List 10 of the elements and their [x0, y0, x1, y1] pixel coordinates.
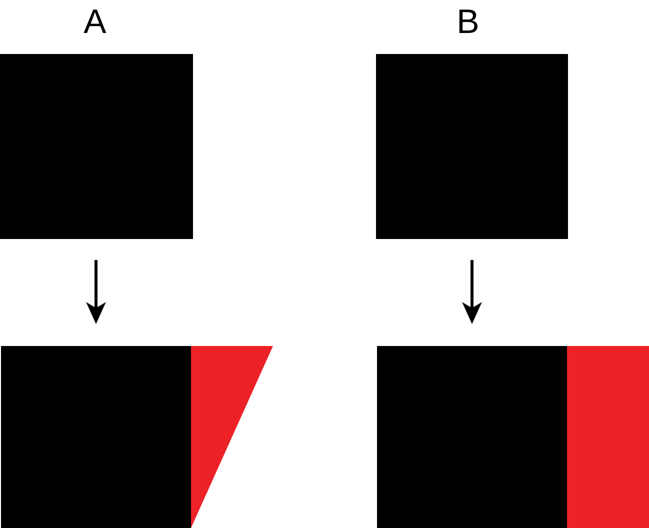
right-triangle: [191, 346, 273, 528]
arrow: [462, 260, 482, 324]
square-block: [377, 346, 567, 528]
arrow: [86, 260, 106, 324]
panel-label: A: [84, 5, 106, 39]
square-block: [0, 54, 193, 239]
panel-label: B: [456, 5, 480, 39]
square-block: [1, 346, 191, 528]
rectangle-block: [567, 346, 649, 528]
square-block: [376, 54, 568, 239]
